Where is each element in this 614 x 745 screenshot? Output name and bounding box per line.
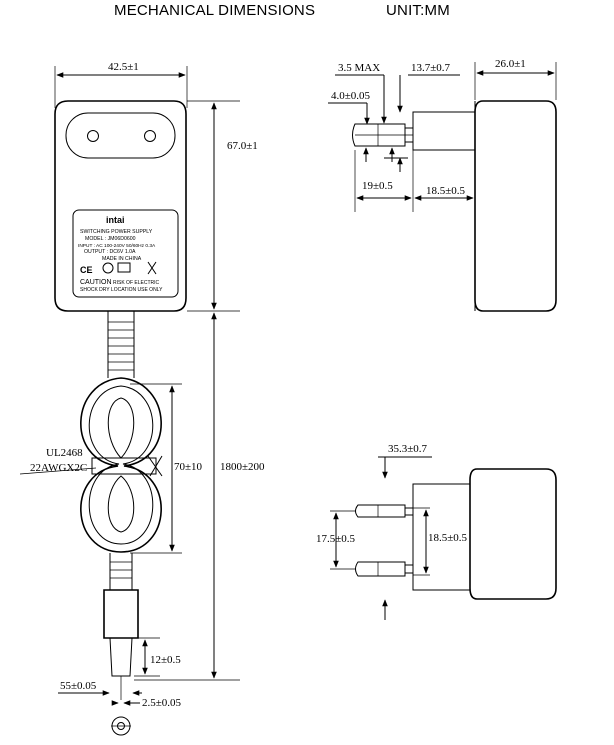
bin-icon — [147, 261, 157, 275]
cert-mark-icon — [117, 262, 131, 273]
ce-mark-icon: CE — [80, 265, 93, 275]
pin-left-icon — [87, 130, 99, 142]
dc-plug-body — [103, 589, 139, 639]
pin-tip-dim: 3.5 MAX — [338, 62, 380, 74]
dc-plug-barrel — [109, 637, 133, 677]
cable-coil — [80, 377, 162, 553]
eu-plug-face — [65, 112, 176, 159]
height-dim: 67.0±1 — [227, 140, 258, 152]
width-dim: 42.5±1 — [108, 61, 139, 73]
plug-base — [412, 111, 476, 151]
plug-length-dim: 12±0.5 — [150, 654, 181, 666]
label-line4: OUTPUT : DC6V 1.0A — [84, 249, 136, 255]
pin-length-dim: 19±0.5 — [362, 180, 393, 192]
adapter-body — [54, 100, 187, 312]
cable-type-line2: 22AWGX2C — [30, 462, 87, 474]
depth-dim: 26.0±1 — [495, 58, 526, 70]
cert-icon — [102, 262, 114, 274]
label-line7: RISK OF ELECTRIC — [113, 280, 160, 286]
label-line2: MODEL : JM06D0600 — [85, 236, 136, 242]
collar-length-dim: 18.5±0.5 — [426, 185, 466, 197]
rating-label — [72, 209, 179, 298]
coil-dim: 70±10 — [174, 461, 203, 473]
pin-offset-dim: 13.7±0.7 — [411, 62, 451, 74]
pin-span-dim: 18.5±0.5 — [428, 532, 468, 544]
label-line5: MADE IN CHINA — [102, 256, 142, 262]
strain-relief — [107, 311, 135, 378]
pin-top — [355, 504, 406, 518]
label-line1: SWITCHING POWER SUPPLY — [80, 229, 153, 235]
lower-strain-relief — [109, 553, 133, 590]
cable-type-line1: UL2468 — [46, 447, 83, 459]
diagram-title: MECHANICAL DIMENSIONS — [114, 2, 316, 19]
side-view: 3.5 MAX 13.7±0.7 26.0±1 4.0±0.05 — [328, 58, 557, 312]
unit-label: UNIT:MM — [386, 2, 450, 19]
overall-dim: 35.3±0.7 — [388, 443, 428, 455]
housing-side — [474, 100, 557, 312]
pin-spacing-dim: 17.5±0.5 — [316, 533, 356, 545]
plug-outer-dim: 55±0.05 — [60, 680, 97, 692]
label-brand: intai — [106, 215, 125, 225]
pin-right-icon — [144, 130, 156, 142]
label-line3: INPUT : AC 100-240V 50/60Hz 0.3A — [78, 243, 156, 249]
bottom-view: 35.3±0.7 17.5±0.5 18.5±0.5 — [316, 443, 557, 620]
label-line6: CAUTION — [80, 279, 112, 286]
plug-inner-dim: 2.5±0.05 — [142, 697, 182, 709]
label-line8: SHOCK DRY LOCATION USE ONLY — [80, 287, 163, 293]
front-view: 42.5±1 intai SWITCHING POWER SUPPLY MODE… — [19, 61, 265, 736]
cable-length-dim: 1800±200 — [220, 461, 265, 473]
pin-bottom — [355, 561, 406, 577]
pin-side — [352, 123, 406, 147]
plug-base-bottom — [412, 483, 471, 591]
pin-dia-dim: 4.0±0.05 — [331, 90, 371, 102]
housing-bottom — [469, 468, 557, 600]
